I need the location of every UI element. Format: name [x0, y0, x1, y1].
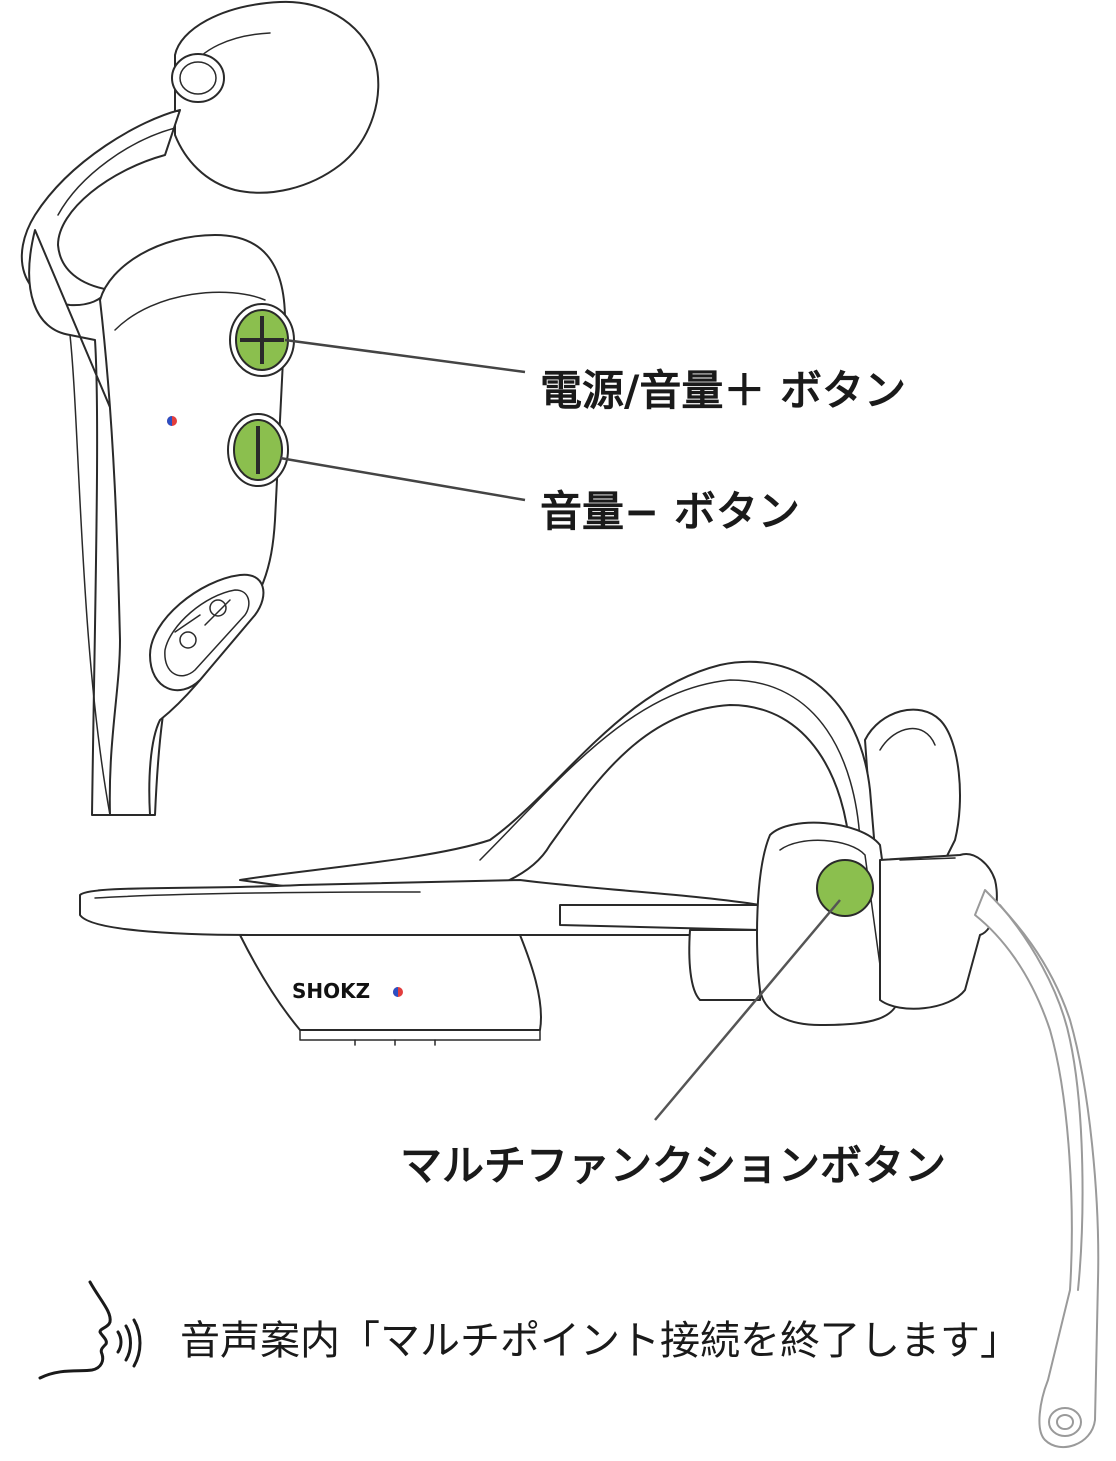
brand-led	[393, 987, 403, 997]
leader-line-multifunction	[654, 899, 841, 1121]
brand-logo: SHOKZ	[292, 979, 370, 1003]
label-power-volume-up: 電源/音量＋ ボタン	[540, 366, 906, 415]
led-indicator	[167, 416, 177, 426]
voice-prompt: 音声案内「マルチポイント接続を終了します」	[30, 1270, 1030, 1400]
headset-side-view: SHOKZ	[79, 660, 1100, 1449]
label-volume-down: 音量− ボタン	[540, 487, 800, 536]
leader-line-power	[284, 338, 526, 374]
charging-port	[149, 573, 265, 692]
voice-prompt-text: 音声案内「マルチポイント接続を終了します」	[180, 1318, 1020, 1364]
speaking-head-icon	[38, 1280, 142, 1380]
earpiece-closeup	[20, 0, 526, 816]
plus-icon	[240, 316, 284, 364]
multifunction-button	[816, 859, 874, 917]
leader-line-volume-down	[279, 456, 526, 502]
label-multifunction: マルチファンクションボタン	[400, 1141, 947, 1190]
